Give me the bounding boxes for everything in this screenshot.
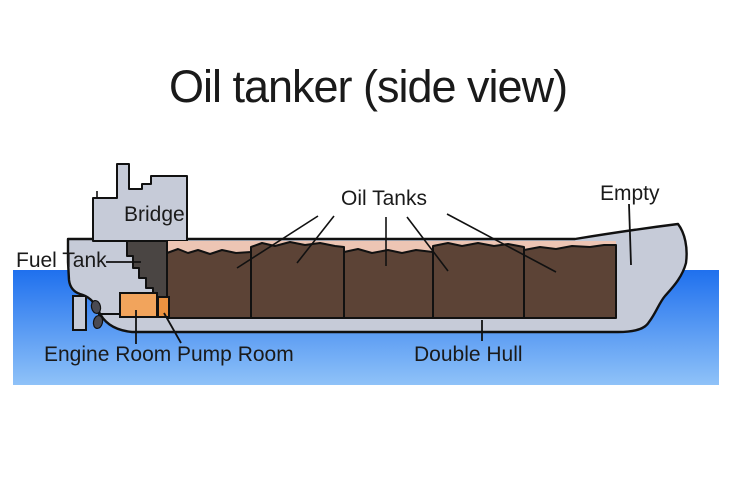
label-double-hull: Double Hull	[414, 343, 523, 366]
label-empty: Empty	[600, 182, 660, 205]
leader-oil-tank-5	[446, 213, 557, 273]
engine-room-block	[119, 292, 158, 318]
rudder	[72, 295, 87, 331]
leader-empty	[628, 203, 632, 266]
label-oil-tanks: Oil Tanks	[341, 187, 427, 210]
leader-oil-tank-1	[236, 215, 319, 269]
label-bridge: Bridge	[124, 203, 185, 226]
label-fuel-tank: Fuel Tank	[16, 249, 107, 272]
pump-room-block	[157, 296, 170, 318]
propeller	[90, 299, 102, 315]
oil-tank-region	[166, 241, 617, 319]
diagram-title: Oil tanker (side view)	[168, 61, 568, 112]
label-pump-room: Pump Room	[177, 343, 294, 366]
label-engine-room: Engine Room	[44, 343, 172, 366]
propeller	[92, 314, 104, 330]
leader-pump-room	[163, 312, 182, 344]
leader-oil-tank-4	[406, 216, 449, 272]
leader-oil-tank-2	[296, 215, 335, 264]
